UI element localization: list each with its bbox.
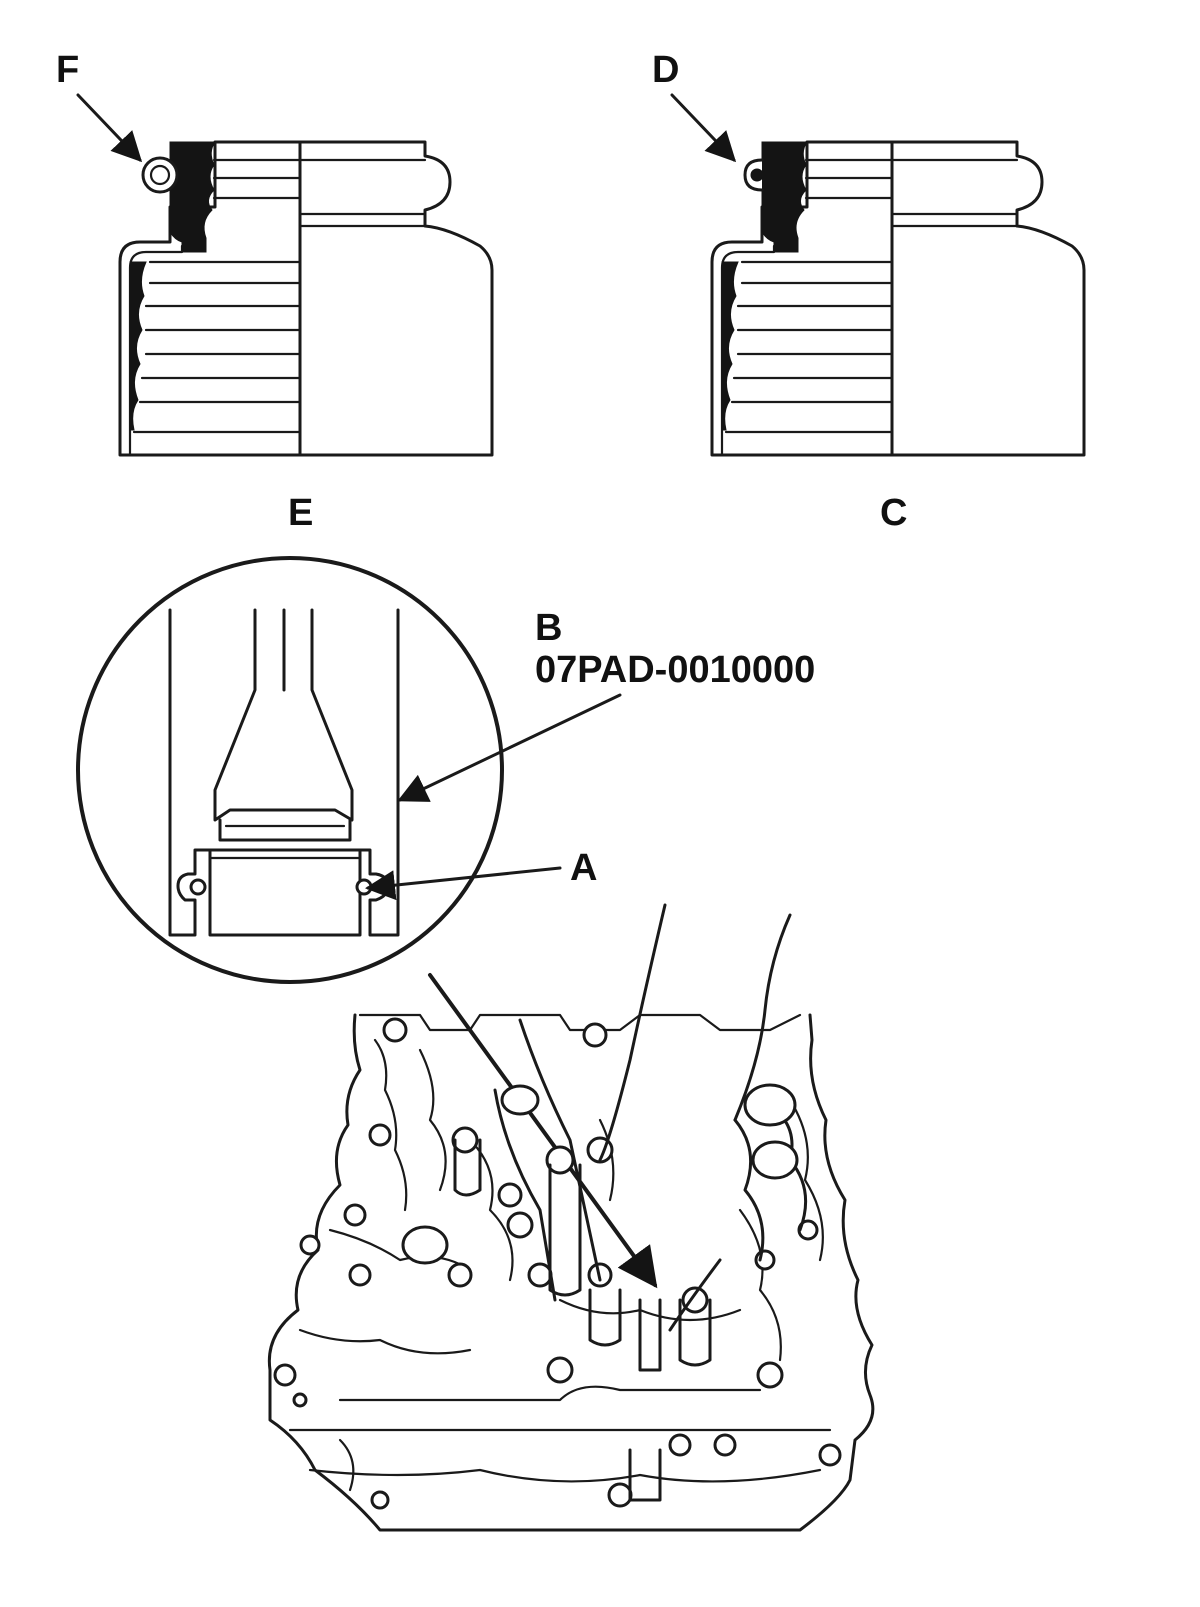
label-d: D: [652, 49, 679, 91]
callout-arrows: [76, 93, 737, 901]
label-b-part-number: 07PAD-0010000: [535, 649, 815, 691]
seal-c-drawing: [710, 140, 1086, 457]
label-f: F: [56, 49, 79, 91]
label-e: E: [288, 492, 313, 534]
label-b: B: [535, 607, 562, 649]
seal-e-drawing: [118, 140, 494, 457]
label-a: A: [570, 847, 597, 889]
valve-body-assembly: [267, 903, 875, 1532]
label-c: C: [880, 492, 907, 534]
